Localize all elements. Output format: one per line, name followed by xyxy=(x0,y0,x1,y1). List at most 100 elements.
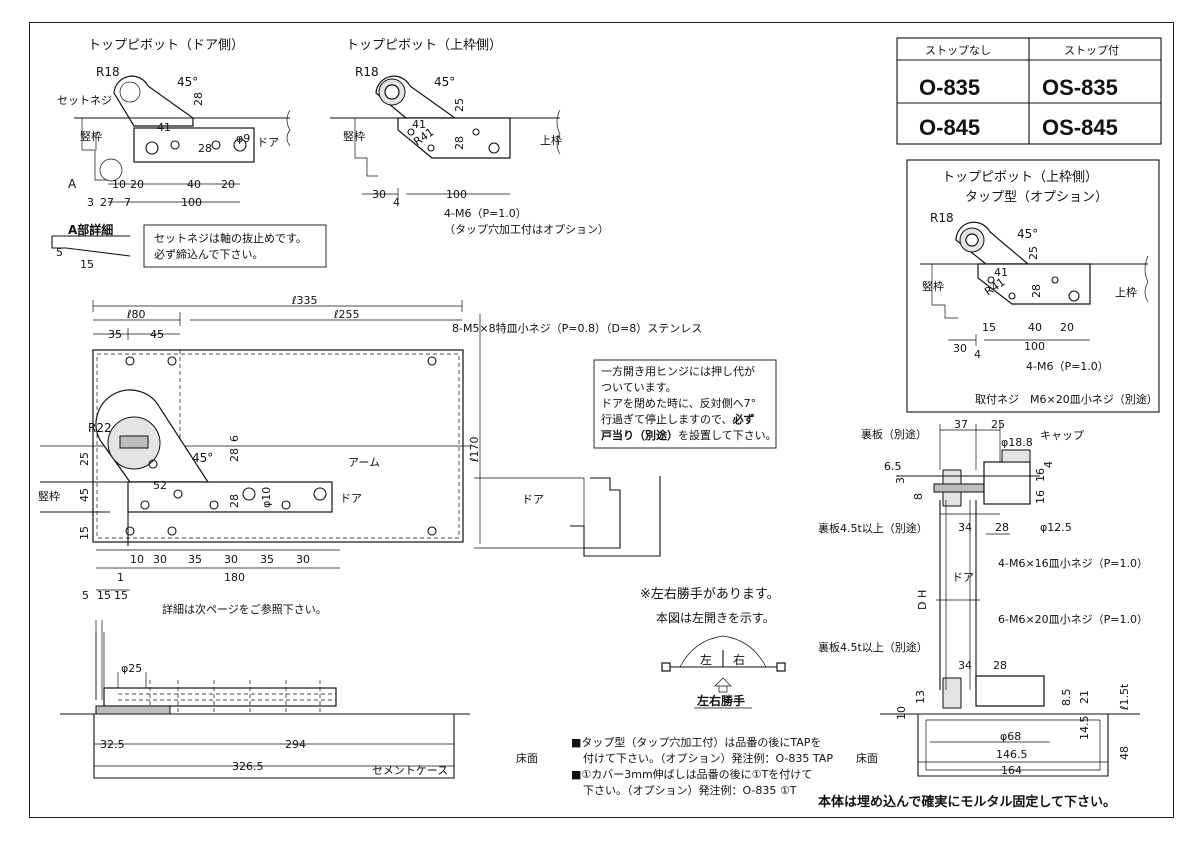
tap-title-2: タップ型（オプション） xyxy=(965,190,1108,205)
dim-27: 27 xyxy=(100,196,114,209)
handed-diagram xyxy=(661,635,786,709)
dim-35-b: 35 xyxy=(260,553,274,566)
svg-text:戸当り（別途）を設置して下さい。: 戸当り（別途）を設置して下さい。 xyxy=(601,428,777,442)
door-label-main: ドア xyxy=(340,492,362,505)
jamb-label: 竪枠 xyxy=(80,129,102,143)
door-side-dims xyxy=(108,183,240,203)
tap-dim-20: 20 xyxy=(1060,321,1074,334)
floor-label: 床面 xyxy=(516,751,538,765)
dim-16-a: 16 xyxy=(1034,468,1047,482)
hinge-note-2: ついています。 xyxy=(601,381,677,394)
dim-28: 28 xyxy=(192,92,205,106)
main-plan-view xyxy=(40,300,661,700)
dim-1: 1 xyxy=(117,571,124,584)
dim-28-main: 28 xyxy=(228,448,241,462)
vertical-section xyxy=(880,424,1140,777)
set-screw-label: セットネジ xyxy=(57,94,112,107)
m6-label: 4-M6（P=1.0） xyxy=(444,207,527,220)
dim-255: ℓ255 xyxy=(333,308,360,321)
dim-100-frame: 100 xyxy=(446,188,467,201)
dim-4-right: 4 xyxy=(1042,461,1055,468)
left-label: 左 xyxy=(700,652,712,667)
mortar-note: 本体は埋め込んで確実にモルタル固定して下さい。 xyxy=(818,794,1116,810)
floor-label-right: 床面 xyxy=(856,751,878,765)
phi125-label: φ12.5 xyxy=(1040,521,1072,534)
cover-note-2: 下さい。（オプション）発注例：O-835 ①T xyxy=(583,783,797,797)
tap-dim-25: 25 xyxy=(1027,246,1040,260)
dim-145: 14.5 xyxy=(1078,716,1091,741)
dim-15: 15 xyxy=(80,258,94,271)
dim-28b: 28 xyxy=(198,142,212,155)
tap-dim-28: 28 xyxy=(1030,284,1043,298)
dim-5: 5 xyxy=(56,246,63,259)
screw-m6x20: 6-M6×20皿小ネジ（P=1.0） xyxy=(998,613,1148,626)
dim-28-main-b: 28 xyxy=(228,494,241,508)
dim-10: 10 xyxy=(112,178,126,191)
dim-85: 8.5 xyxy=(1060,689,1073,707)
dim-20b: 20 xyxy=(221,178,235,191)
dim-294: 294 xyxy=(285,738,306,751)
model-os835: OS-835 xyxy=(1042,75,1118,100)
dim-41-frame: 41 xyxy=(412,118,426,131)
dim-80: ℓ80 xyxy=(126,308,146,321)
door-side-pivot xyxy=(74,75,291,182)
screw-m6x16: 4-M6×16皿小ネジ（P=1.0） xyxy=(998,557,1148,570)
dim-21: 21 xyxy=(1078,690,1091,704)
tap-dim-40: 40 xyxy=(1028,321,1042,334)
top-frame-label: 上枠 xyxy=(540,133,562,147)
dim-10-right: 10 xyxy=(895,706,908,720)
header-no-stop: ストップなし xyxy=(925,44,991,57)
a-label: A xyxy=(68,177,77,191)
tap-dim-100: 100 xyxy=(1024,340,1045,353)
r22-label: R22 xyxy=(88,421,112,435)
phi68-label: φ68 xyxy=(1000,730,1021,743)
dim-45-top: 45 xyxy=(150,328,164,341)
tap-top-frame: 上枠 xyxy=(1115,285,1137,299)
dim-25-main: 25 xyxy=(78,452,91,466)
dim-7: 7 xyxy=(124,196,131,209)
dim-34-top: 34 xyxy=(958,521,972,534)
a-detail-title: A部詳細 xyxy=(68,222,113,237)
arm-label: アーム xyxy=(348,456,380,469)
dim-28-right-bottom: 28 xyxy=(993,659,1007,672)
phi10-label: φ10 xyxy=(260,487,273,508)
dim-15-main: 15 xyxy=(78,526,91,540)
hinge-note-4b: 必ず xyxy=(732,412,755,426)
frame-dim-lines xyxy=(362,188,510,200)
dim-25-frame: 25 xyxy=(453,98,466,112)
dim-28-frame: 28 xyxy=(453,136,466,150)
dim-65: 6.5 xyxy=(884,460,902,473)
dim-48: 48 xyxy=(1118,746,1131,760)
dim-35-top: 35 xyxy=(108,328,122,341)
dh-label: D H xyxy=(916,590,929,610)
dim-52: 52 xyxy=(153,479,167,492)
dim-15-a: 15 xyxy=(97,589,111,602)
tap-note-2: 付けて下さい。（オプション）発注例：O-835 TAP xyxy=(583,751,833,765)
cement-case-label: セメントケース xyxy=(372,764,448,777)
drawing-border xyxy=(29,22,1174,818)
hinge-note-4: 行過ぎて停止しますので、 xyxy=(601,412,733,426)
dim-15t: ℓ1.5t xyxy=(1118,683,1131,711)
dim-100: 100 xyxy=(181,196,202,209)
see-next-page: 詳細は次ページをご参照下さい。 xyxy=(162,602,327,616)
tap-dim-41: 41 xyxy=(994,266,1008,279)
tap-angle: 45° xyxy=(1017,227,1038,241)
dim-30-b: 30 xyxy=(224,553,238,566)
jamb-label-main: 竪枠 xyxy=(38,489,60,503)
hinge-note-3: ドアを閉めた時に、反対側へ7° xyxy=(601,396,756,410)
set-screw-note-1: セットネジは軸の抜止めです。 xyxy=(154,231,307,245)
title-door-side: トップピボット（ドア側） xyxy=(88,38,244,53)
screws-label: 8-M5×8特皿小ネジ（P=0.8）（D=8）ステンレス xyxy=(452,321,702,335)
hinge-note xyxy=(593,359,777,449)
handed-sub: 本図は左開きを示す。 xyxy=(656,610,775,625)
a-detail xyxy=(51,235,131,257)
tap-dim-30: 30 xyxy=(953,342,967,355)
dim-3-right: 3 xyxy=(894,477,907,484)
dim-25-right: 25 xyxy=(991,418,1005,431)
tap-jamb: 竪枠 xyxy=(922,279,944,293)
dim-13: 13 xyxy=(914,690,927,704)
dim-3265: 326.5 xyxy=(232,760,264,773)
tap-type-box xyxy=(906,159,1160,413)
dim-28-right-top: 28 xyxy=(995,521,1009,534)
